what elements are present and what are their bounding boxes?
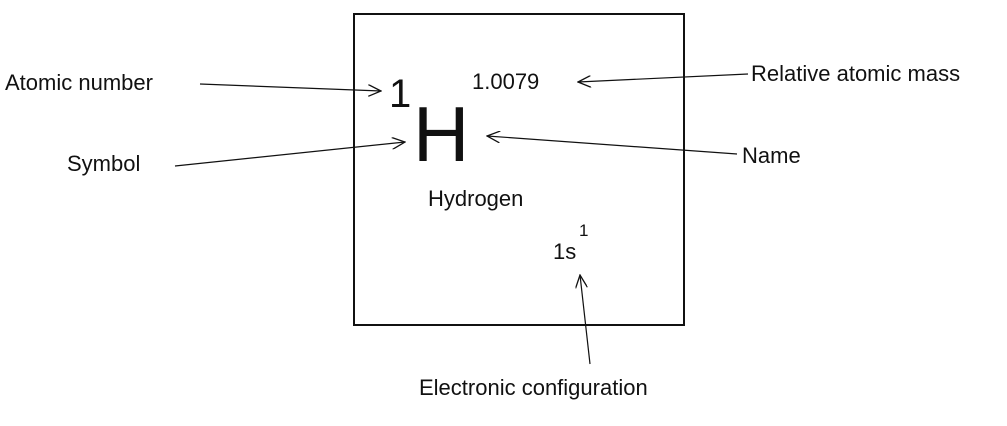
label-relative-atomic-mass: Relative atomic mass [751, 61, 961, 86]
arrow-name [487, 136, 738, 155]
electronic-configuration-superscript: 1 [579, 221, 589, 240]
element-symbol: H [413, 90, 470, 178]
label-electronic-configuration: Electronic configuration [419, 375, 648, 400]
relative-atomic-mass-value: 1.0079 [472, 69, 540, 94]
element-name: Hydrogen [428, 186, 524, 211]
electronic-configuration-value: 1s [553, 239, 577, 264]
arrow-relative-atomic-mass [578, 73, 749, 82]
label-atomic-number: Atomic number [5, 70, 153, 95]
arrow-electronic-configuration [580, 275, 591, 365]
element-tile [353, 13, 685, 326]
label-name: Name [742, 143, 801, 168]
atomic-number-value: 1 [389, 72, 412, 116]
label-symbol: Symbol [67, 151, 141, 176]
arrow-atomic-number [199, 83, 381, 91]
arrow-symbol [174, 142, 405, 167]
